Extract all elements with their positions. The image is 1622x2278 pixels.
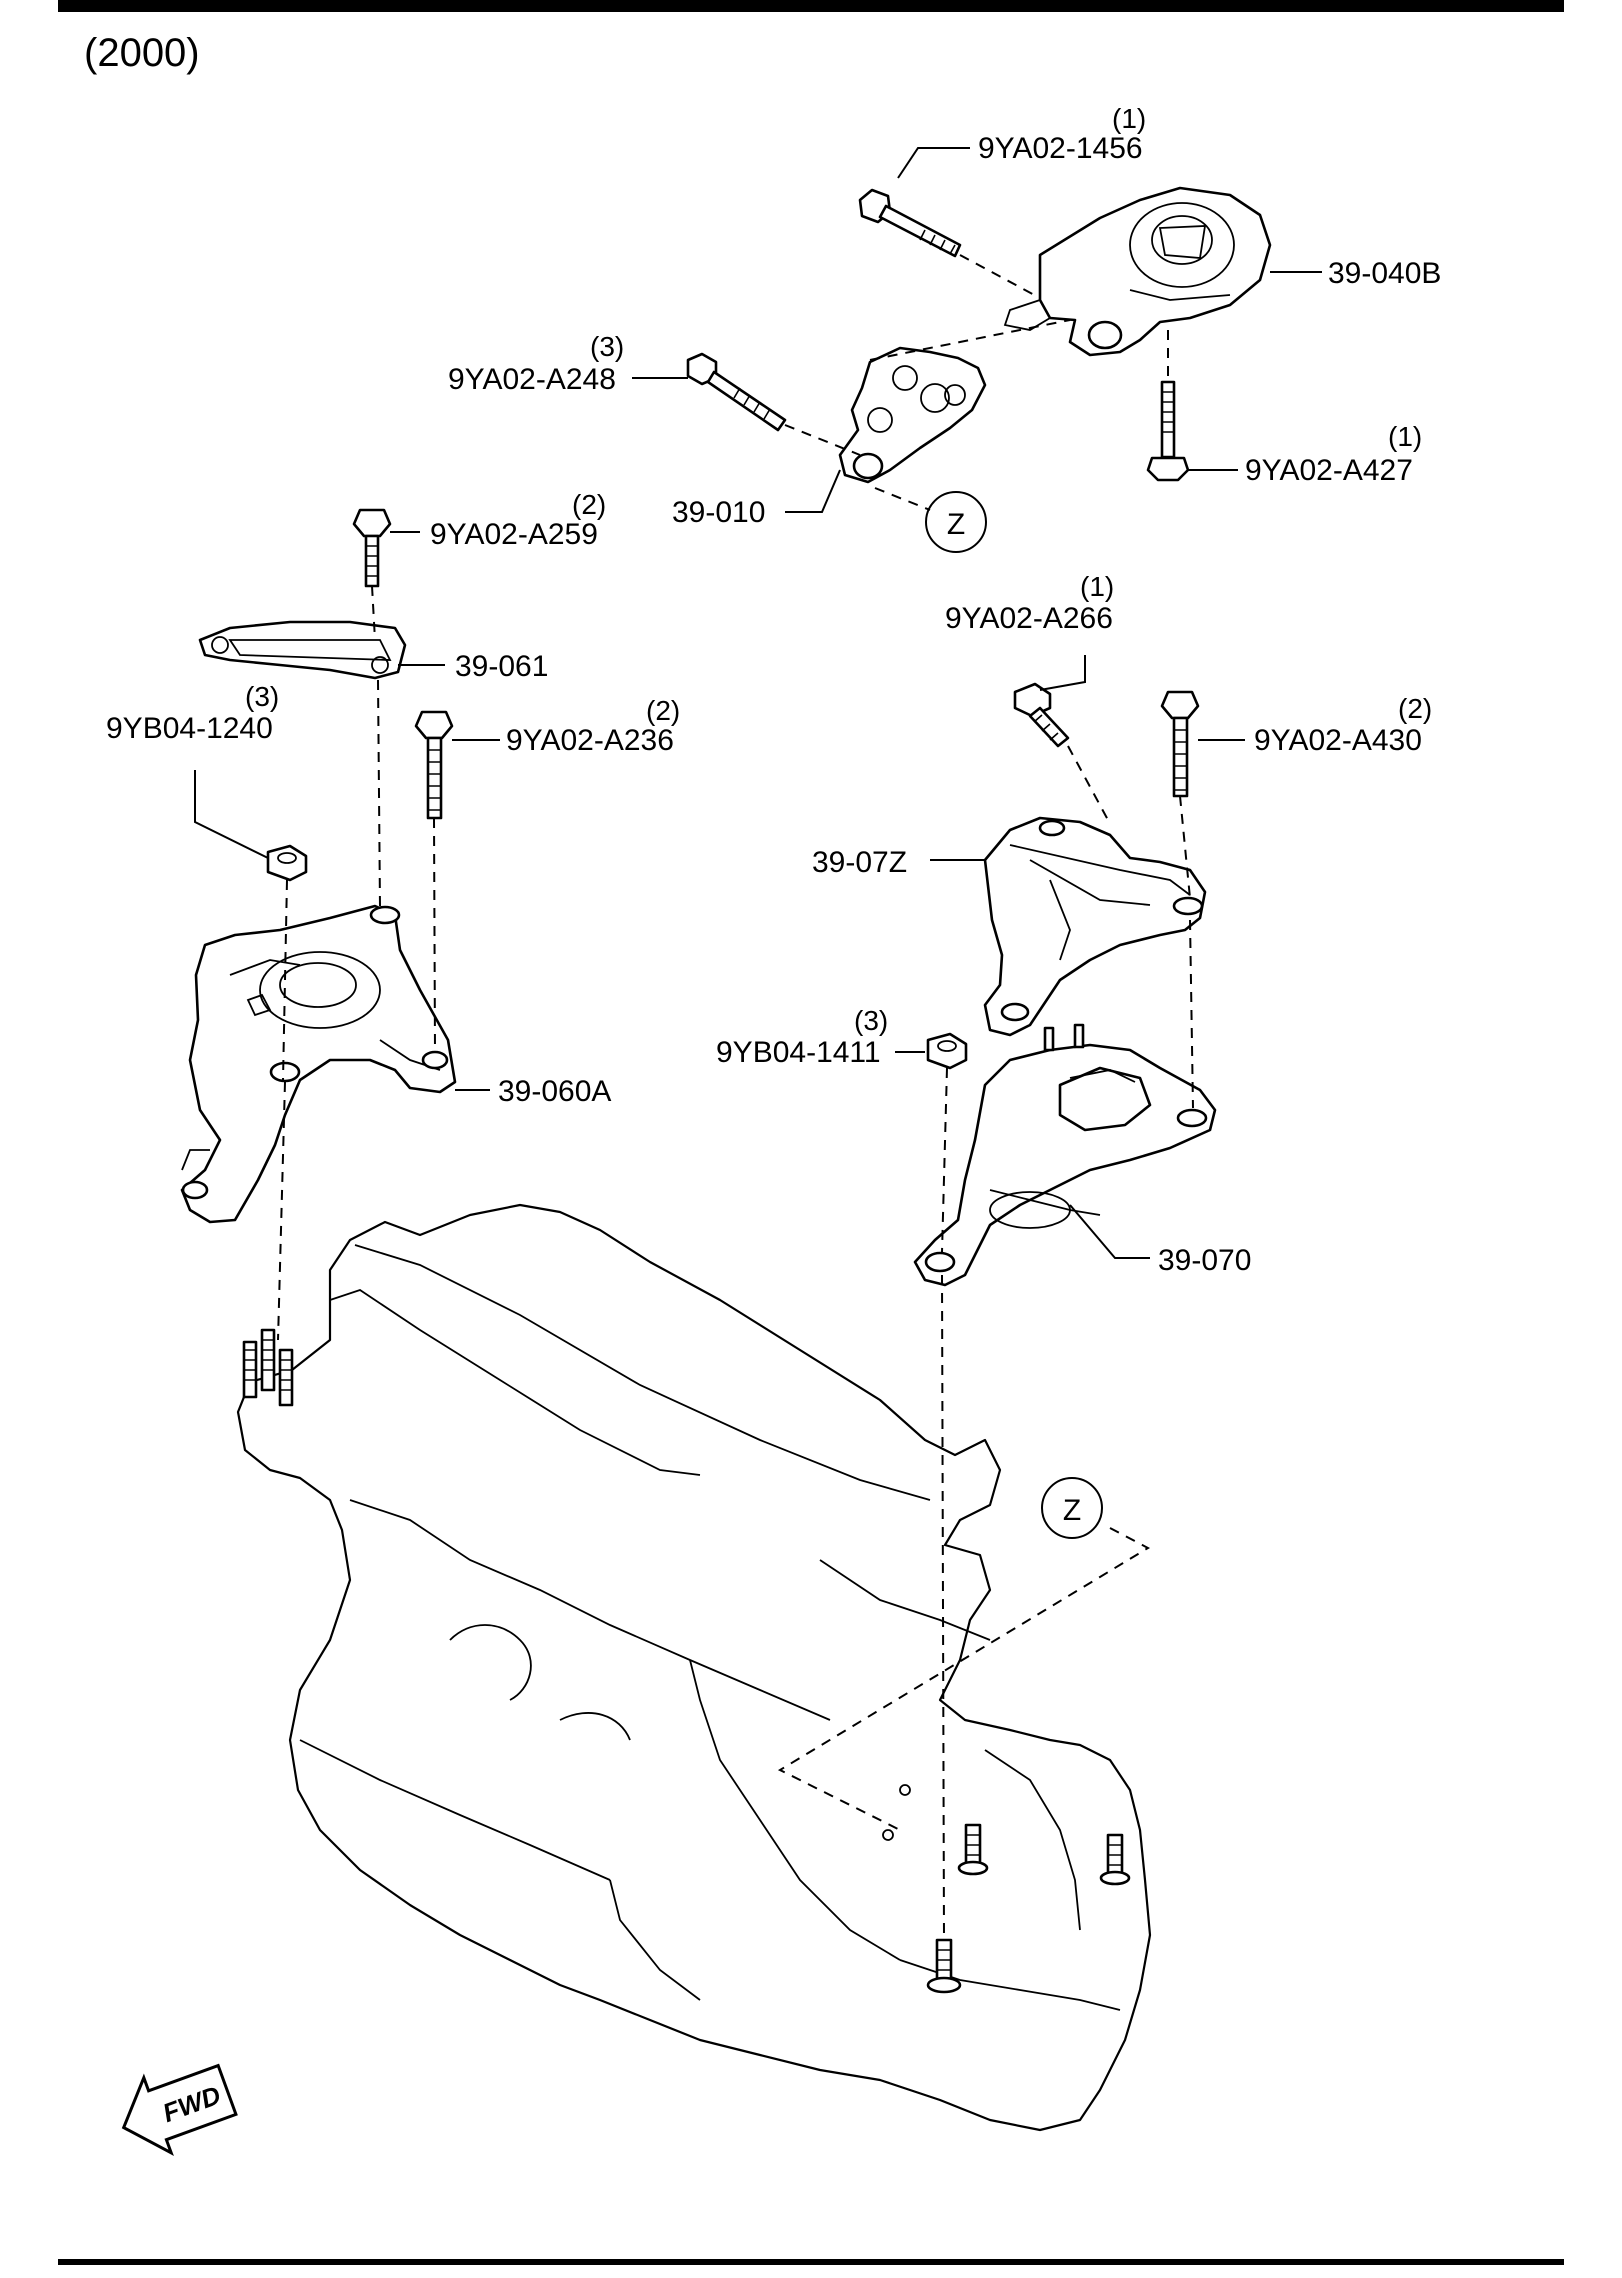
label-9ya02-a236: 9YA02-A236 xyxy=(506,724,674,757)
diagram-code: (2000) xyxy=(84,31,200,75)
qty-9yb04-1240: (3) xyxy=(245,681,279,712)
bolt-9ya02-a248 xyxy=(686,352,787,432)
bolt-9ya02-a427 xyxy=(1146,380,1190,482)
label-9ya02-a430: 9YA02-A430 xyxy=(1254,724,1422,757)
qty-9ya02-a266: (1) xyxy=(1080,571,1114,602)
bracket-39-07z xyxy=(983,816,1207,1037)
mount-39-060a xyxy=(180,904,457,1224)
bolt-9ya02-1456 xyxy=(858,188,962,258)
alignment-lines xyxy=(277,254,1194,1941)
label-9ya02-1456: 9YA02-1456 xyxy=(978,132,1143,165)
qty-9ya02-a427: (1) xyxy=(1388,421,1422,452)
label-39-061: 39-061 xyxy=(455,650,548,683)
label-9ya02-a248: 9YA02-A248 xyxy=(448,363,616,396)
label-39-040b: 39-040B xyxy=(1328,257,1441,290)
callout-z-top: Z xyxy=(925,491,987,553)
engine-studs-left xyxy=(242,1328,294,1407)
qty-9ya02-a236: (2) xyxy=(646,695,680,726)
qty-9ya02-a259: (2) xyxy=(572,489,606,520)
leader-lines xyxy=(194,147,1322,1259)
label-9ya02-a259: 9YA02-A259 xyxy=(430,518,598,551)
bracket-39-010 xyxy=(838,346,987,484)
callout-z-bottom: Z xyxy=(1041,1477,1103,1539)
qty-9ya02-a248: (3) xyxy=(590,331,624,362)
label-9ya02-a427: 9YA02-A427 xyxy=(1245,454,1413,487)
label-9yb04-1411: 9YB04-1411 xyxy=(716,1036,881,1069)
bolt-9ya02-a236 xyxy=(414,710,454,820)
svg-text:Z: Z xyxy=(1063,1494,1081,1527)
bolt-9ya02-a430 xyxy=(1160,690,1200,798)
label-9yb04-1240: 9YB04-1240 xyxy=(106,712,273,745)
fwd-arrow-icon: FWD xyxy=(121,2063,238,2157)
plate-39-061 xyxy=(198,620,407,680)
qty-9ya02-a430: (2) xyxy=(1398,693,1432,724)
bolt-9ya02-a259 xyxy=(352,508,392,588)
nut-9yb04-1240 xyxy=(266,844,308,882)
mount-39-070 xyxy=(913,1023,1217,1287)
transaxle-studs xyxy=(926,1823,1131,1994)
label-39-010: 39-010 xyxy=(672,496,765,529)
label-39-07z: 39-07Z xyxy=(812,846,907,879)
engine-transaxle-outline xyxy=(236,1203,1152,2132)
label-39-070: 39-070 xyxy=(1158,1244,1251,1277)
bottom-border xyxy=(58,2259,1564,2265)
qty-9ya02-1456: (1) xyxy=(1112,103,1146,134)
rear-mount-39-040b xyxy=(1003,186,1272,357)
bolt-9ya02-a266 xyxy=(1013,682,1070,748)
label-9ya02-a266: 9YA02-A266 xyxy=(945,602,1113,635)
top-border xyxy=(58,0,1564,12)
label-39-060a: 39-060A xyxy=(498,1075,611,1108)
qty-9yb04-1411: (3) xyxy=(854,1005,888,1036)
svg-text:Z: Z xyxy=(947,508,965,541)
nut-9yb04-1411 xyxy=(926,1032,968,1070)
